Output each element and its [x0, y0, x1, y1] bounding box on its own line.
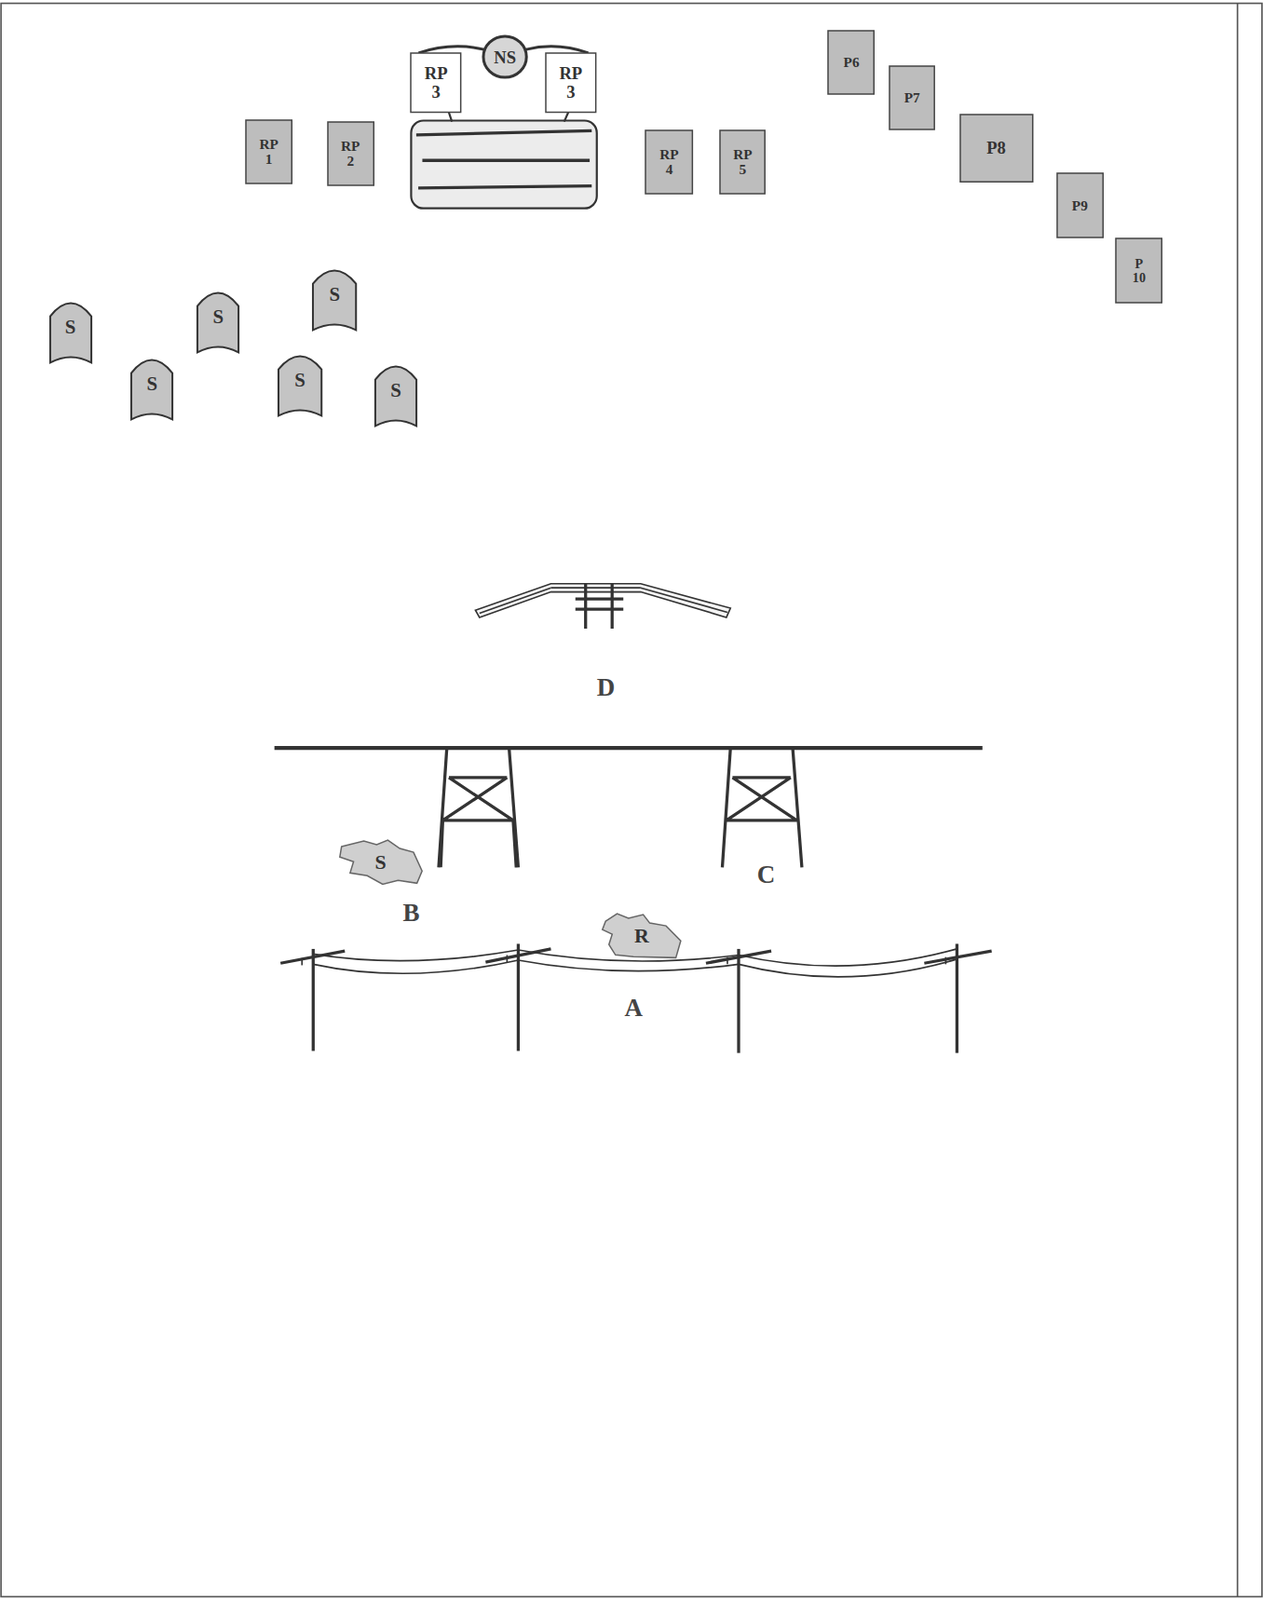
area-blob: S	[338, 838, 424, 885]
node-label: S	[146, 374, 158, 395]
node-label: S	[328, 285, 340, 306]
plot-box: RP 5	[719, 130, 765, 194]
node-label: RP 3	[556, 64, 585, 101]
silo-symbol: S	[49, 298, 93, 364]
plot-box: RP 4	[645, 130, 693, 194]
frame-rule	[1236, 3, 1239, 1598]
plot-box: P8	[960, 114, 1033, 182]
node-label: S	[390, 380, 402, 402]
node-label: P9	[1072, 198, 1088, 214]
station-circle: NS	[482, 35, 528, 79]
silo-symbol: S	[130, 354, 174, 421]
plot-box: RP 2	[327, 122, 374, 186]
node-label: RP 3	[421, 64, 450, 101]
area-label: C	[757, 862, 776, 888]
area-label: B	[402, 900, 420, 926]
plot-box: P6	[828, 30, 874, 95]
node-label: RP 2	[339, 138, 363, 169]
plot-box: P 10	[1115, 238, 1162, 303]
silo-symbol: S	[277, 351, 323, 417]
node-label: NS	[493, 48, 517, 68]
node-label: RP 4	[657, 147, 681, 177]
node-label: P6	[843, 54, 860, 70]
silo-symbol: S	[196, 287, 240, 354]
node-label: P8	[986, 138, 1006, 158]
node-label: S	[213, 307, 225, 328]
plot-box: RP 3	[545, 53, 597, 113]
utility-poles	[280, 943, 992, 1053]
plot-box: P9	[1057, 173, 1103, 238]
arc-connector	[526, 46, 589, 54]
roof-structure	[475, 583, 731, 629]
node-label: RP 5	[731, 147, 755, 177]
node-label: P7	[904, 90, 921, 106]
arc-connector	[418, 46, 484, 54]
silo-symbol: S	[312, 265, 357, 331]
node-label: S	[65, 317, 77, 339]
area-label: D	[597, 675, 616, 701]
area-blob: R	[600, 911, 683, 959]
node-label: S	[374, 851, 386, 873]
plot-box: RP 1	[245, 120, 292, 184]
silo-symbol: S	[374, 361, 418, 427]
node-label: R	[634, 924, 650, 947]
node-label: P 10	[1128, 257, 1151, 286]
plot-box: RP 3	[410, 53, 462, 113]
plot-box: P7	[889, 66, 935, 130]
page-frame	[0, 3, 1263, 1598]
node-label: RP 1	[257, 136, 281, 167]
node-label: S	[294, 370, 306, 392]
platform	[410, 112, 597, 209]
area-label: A	[624, 995, 643, 1021]
